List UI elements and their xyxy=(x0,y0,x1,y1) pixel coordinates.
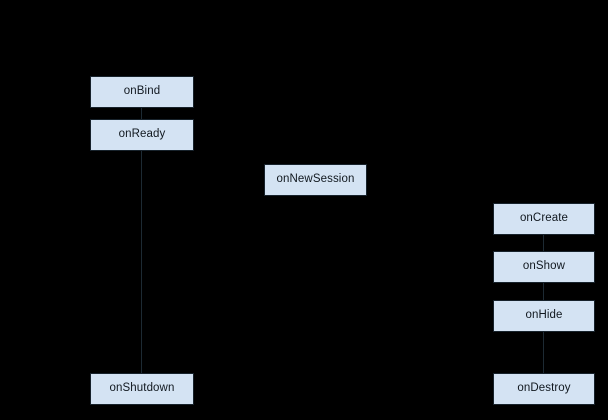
node-on-bind[interactable]: onBind xyxy=(90,76,194,108)
node-on-hide[interactable]: onHide xyxy=(493,300,595,332)
node-on-show[interactable]: onShow xyxy=(493,251,595,283)
node-on-new-session[interactable]: onNewSession xyxy=(264,164,367,196)
node-on-shutdown[interactable]: onShutdown xyxy=(90,373,194,405)
node-on-ready[interactable]: onReady xyxy=(90,119,194,151)
left-lifeline xyxy=(141,76,142,404)
node-on-destroy[interactable]: onDestroy xyxy=(493,373,595,405)
node-on-create[interactable]: onCreate xyxy=(493,203,595,235)
